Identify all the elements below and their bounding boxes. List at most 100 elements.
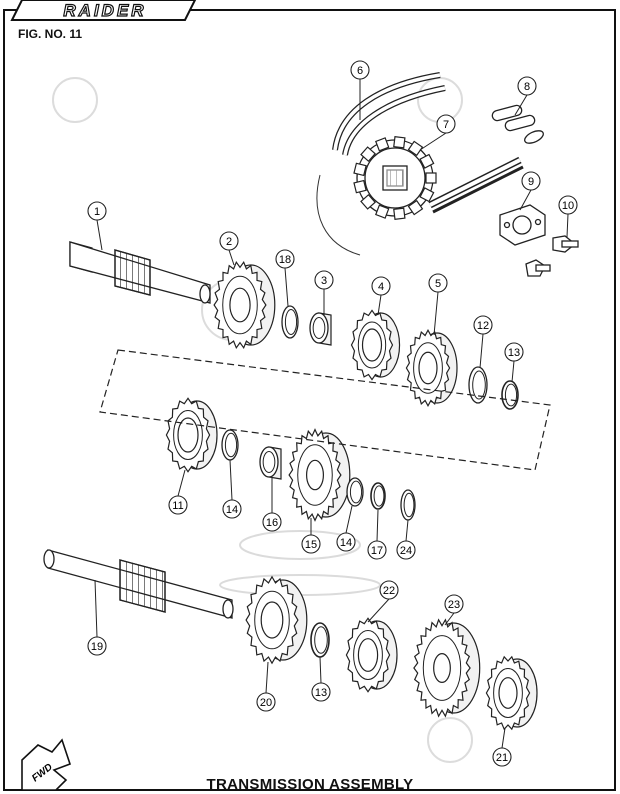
sprocket-lock-plate xyxy=(499,204,546,246)
leader-4 xyxy=(377,294,382,316)
brand-logo-text: RAIDER xyxy=(63,1,146,20)
gear-part-22 xyxy=(345,617,398,693)
callout-number: 2 xyxy=(226,236,232,248)
callout-19: 19 xyxy=(87,636,107,656)
callout-number: 19 xyxy=(91,641,103,653)
callout-number: 12 xyxy=(477,320,489,332)
gear-part-21 xyxy=(485,655,538,731)
gear-part-5 xyxy=(405,328,458,408)
callout-12: 12 xyxy=(473,315,493,335)
callout-17: 17 xyxy=(367,540,387,560)
leader-11 xyxy=(177,469,186,497)
callout-16: 16 xyxy=(262,512,282,532)
callout-number: 17 xyxy=(371,545,383,557)
callout-number: 10 xyxy=(562,200,574,212)
callout-number: 21 xyxy=(496,752,508,764)
callout-1: 1 xyxy=(87,201,107,221)
washer-part-14a xyxy=(221,429,239,461)
callout-2: 2 xyxy=(219,231,239,251)
callout-13b: 13 xyxy=(311,682,331,702)
leader-2 xyxy=(228,249,235,266)
callout-20: 20 xyxy=(256,692,276,712)
washer-part-18 xyxy=(281,305,299,339)
brand-logo: RAIDER xyxy=(10,0,197,21)
leader-10 xyxy=(566,213,569,238)
chain-connecting-link xyxy=(491,104,544,144)
callout-number: 5 xyxy=(435,278,441,290)
leader-8 xyxy=(514,94,528,116)
circlip-part-13b xyxy=(310,622,330,658)
leader-19 xyxy=(94,579,98,638)
leader-21 xyxy=(501,727,506,749)
gear-part-4 xyxy=(350,309,401,381)
diagram-title: TRANSMISSION ASSEMBLY xyxy=(206,776,414,793)
callout-number: 9 xyxy=(528,176,534,188)
circlip-part-13a xyxy=(501,380,519,410)
washer-part-24 xyxy=(400,489,416,521)
callout-10: 10 xyxy=(558,195,578,215)
front-sprocket xyxy=(353,136,437,220)
callout-number: 13 xyxy=(508,347,520,359)
leader-5 xyxy=(433,291,439,336)
counter-shaft xyxy=(43,549,234,619)
callout-number: 6 xyxy=(357,65,363,77)
callout-15: 15 xyxy=(301,534,321,554)
forward-direction-arrow: FWD xyxy=(21,738,72,791)
leader-23 xyxy=(444,612,455,626)
callout-18: 18 xyxy=(275,249,295,269)
leader-1 xyxy=(96,219,103,251)
page-border xyxy=(3,9,616,791)
callout-4: 4 xyxy=(371,276,391,296)
gear-set xyxy=(165,260,538,731)
callout-number: 11 xyxy=(172,500,183,512)
washer-part-12 xyxy=(468,366,488,404)
leader-17 xyxy=(376,509,379,542)
callout-number: 23 xyxy=(448,599,460,611)
leader-7 xyxy=(419,132,447,151)
callout-number: 14 xyxy=(340,537,352,549)
washer-part-14b xyxy=(346,477,364,507)
leader-22 xyxy=(367,598,390,623)
leader-18 xyxy=(284,267,289,307)
circlip-part-17 xyxy=(370,482,386,510)
leader-13a xyxy=(511,360,515,383)
bushing-part-3 xyxy=(309,312,332,346)
callout-13a: 13 xyxy=(504,342,524,362)
gear-part-15 xyxy=(288,428,351,522)
leader-24 xyxy=(405,519,409,542)
callout-number: 24 xyxy=(400,545,412,557)
main-shaft xyxy=(69,241,211,304)
gear-part-23 xyxy=(413,618,481,718)
callout-9: 9 xyxy=(521,171,541,191)
leader-9 xyxy=(519,189,532,211)
leader-12 xyxy=(479,333,484,369)
callout-21: 21 xyxy=(492,747,512,767)
callout-3: 3 xyxy=(314,270,334,290)
leader-13b xyxy=(319,656,322,684)
callout-number: 13 xyxy=(315,687,327,699)
countershaft-outline xyxy=(99,349,551,471)
leader-14a xyxy=(229,459,233,501)
callout-22: 22 xyxy=(379,580,399,600)
callout-14a: 14 xyxy=(222,499,242,519)
callout-number: 1 xyxy=(94,206,100,218)
callout-number: 20 xyxy=(260,697,272,709)
callout-number: 18 xyxy=(279,254,291,266)
leader-14b xyxy=(345,505,353,534)
gear-part-2 xyxy=(213,260,276,350)
callout-7: 7 xyxy=(436,114,456,134)
callout-11: 11 xyxy=(168,495,188,515)
callout-23: 23 xyxy=(444,594,464,614)
callout-14b: 14 xyxy=(336,532,356,552)
leader-20 xyxy=(265,661,269,694)
bushing-part-16 xyxy=(259,446,282,480)
callout-number: 3 xyxy=(321,275,327,287)
callout-number: 4 xyxy=(378,281,384,293)
callout-24: 24 xyxy=(396,540,416,560)
callout-6: 6 xyxy=(350,60,370,80)
callout-number: 16 xyxy=(266,517,278,529)
figure-number: FIG. NO. 11 xyxy=(18,27,83,41)
callout-number: 14 xyxy=(226,504,238,516)
callout-number: 7 xyxy=(443,119,449,131)
